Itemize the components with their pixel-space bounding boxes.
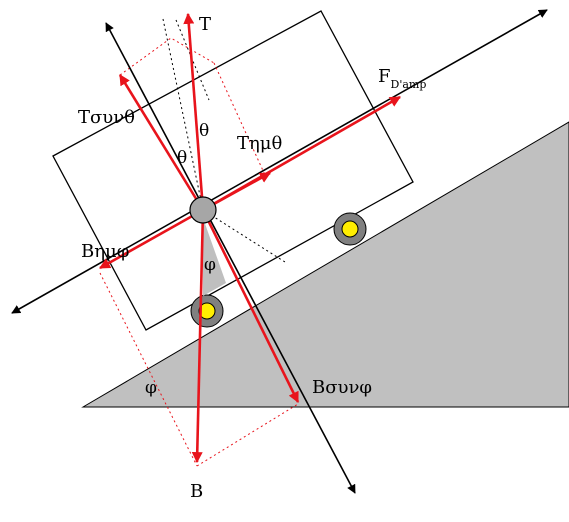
damping-force-main: F: [378, 66, 391, 87]
wheel-rear: [190, 294, 224, 328]
tension-vector: [183, 12, 205, 211]
force-vectors: [99, 12, 401, 464]
tension-cos-vector: [118, 74, 205, 211]
tension-label: T: [199, 14, 211, 35]
damping-force-vector: [202, 95, 401, 212]
weight-label: Β: [190, 481, 203, 502]
weight-sin-vector: [99, 208, 204, 270]
wheel-front: [333, 212, 367, 246]
damping-force-label: FD'amp: [378, 66, 426, 91]
tension-cos-label: Τσυνθ: [78, 107, 135, 128]
axis-perpendicular: [105, 22, 356, 494]
weight-vector: [191, 209, 205, 464]
tension-sin-label: Τημθ: [237, 133, 282, 154]
weight-sin-label: Βημφ: [81, 241, 129, 262]
phi-label-incline: φ: [145, 378, 157, 398]
pivot-point: [189, 196, 217, 224]
damping-force-subscript: D'amp: [391, 78, 427, 91]
phi-label-small: φ: [204, 255, 216, 275]
theta-label-left: θ: [177, 148, 187, 168]
weight-cos-vector: [201, 209, 300, 403]
weight-cos-label: Βσυνφ: [312, 377, 372, 398]
theta-label-right: θ: [199, 121, 209, 141]
